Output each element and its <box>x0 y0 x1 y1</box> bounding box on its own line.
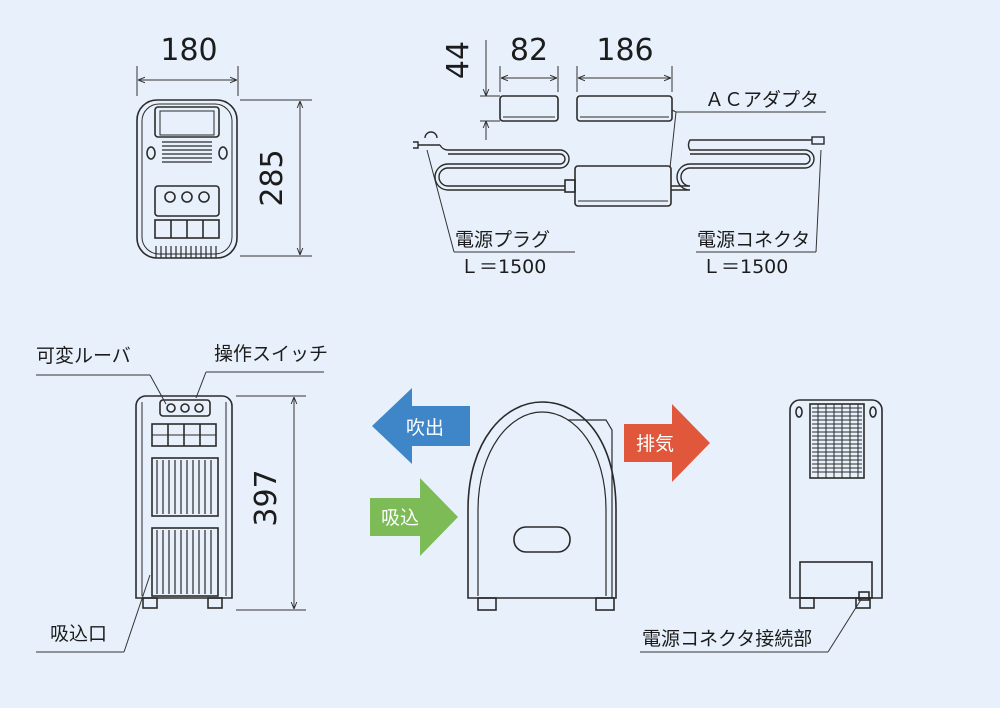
front-view-unit <box>135 395 233 609</box>
front-height-dimension <box>236 395 306 611</box>
adapter-leader-lines <box>426 109 826 253</box>
ac-adapter <box>564 165 672 207</box>
power-cord-right <box>671 136 825 191</box>
intake-port-label: 吸込口 <box>50 623 107 645</box>
power-connector-label: 電源コネクタ <box>697 229 810 251</box>
exhaust-arrow: 排気 <box>624 404 710 482</box>
switch-label: 操作スイッチ <box>214 343 328 365</box>
front-height-label: 397 <box>249 469 284 526</box>
top-height-label: 285 <box>255 149 290 206</box>
ac-adapter-label: ＡＣアダプタ <box>705 89 819 111</box>
power-cord-left <box>413 131 570 191</box>
box-small-width-label: 82 <box>510 33 548 68</box>
adapter-box-large <box>576 95 673 122</box>
intake-text: 吸込 <box>381 507 419 529</box>
connector-leader-line <box>640 597 863 653</box>
power-connector-length: Ｌ＝1500 <box>702 256 788 278</box>
top-width-label: 180 <box>160 33 217 68</box>
power-plug-length: Ｌ＝1500 <box>460 256 546 278</box>
louver-label: 可変ルーバ <box>36 345 131 367</box>
front-leader-lines <box>36 371 324 653</box>
blow-out-text: 吹出 <box>406 417 444 439</box>
blow-out-arrow: 吹出 <box>372 388 470 464</box>
top-view-unit <box>136 99 238 259</box>
front-grille-lines <box>156 460 212 594</box>
exhaust-text: 排気 <box>636 433 674 455</box>
back-view-unit <box>789 399 883 609</box>
top-height-dimension <box>240 99 312 257</box>
top-width-dimension <box>136 66 239 96</box>
intake-arrow: 吸込 <box>370 478 458 556</box>
power-plug-label: 電源プラグ <box>455 229 550 251</box>
back-grille-lines <box>812 404 862 478</box>
connector-port-label: 電源コネクタ接続部 <box>642 628 812 650</box>
adapter-box-small <box>499 95 559 122</box>
accessory-dimensions <box>480 40 673 140</box>
box-large-width-label: 186 <box>596 33 653 68</box>
side-view-unit <box>467 401 617 611</box>
accessory-height-label: 44 <box>441 41 476 79</box>
